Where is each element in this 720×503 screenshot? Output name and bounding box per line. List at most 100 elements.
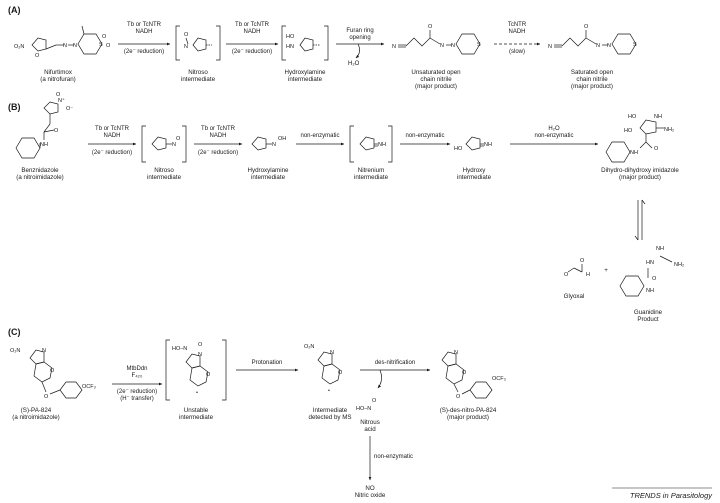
no-formula: NO (365, 485, 374, 492)
imine-n3-label: N (596, 43, 600, 49)
hb-n-label: N (272, 142, 276, 148)
ms-intermediate-name: Intermediate (313, 407, 348, 414)
ketone-o3-label: O (584, 24, 589, 30)
gu-hn-label: HN (646, 260, 654, 266)
sulfone-o2-label: O (106, 43, 111, 49)
hydroxylamine-b-structure: N OH (251, 136, 286, 151)
glyoxal-o2-label: O (580, 258, 585, 264)
dd-ho2-label: HO (624, 128, 633, 134)
unsaturated-note: (major product) (415, 83, 457, 90)
imine-n-label: N (63, 43, 67, 49)
nitroso-b-o-label: O (176, 136, 181, 142)
bz-nh-label: NH (40, 142, 48, 148)
panel-c-label: (C) (8, 327, 21, 337)
bz-amide-o-label: O (54, 128, 59, 134)
nitroso-o-label: O (184, 32, 189, 38)
des-nitro-desc: (major product) (447, 414, 489, 421)
arrow-a1-cofactor: NADH (135, 29, 152, 35)
arrow-b1-reagent: Tb or TcNTR (95, 126, 130, 132)
glyoxal-o1-label: O (564, 272, 569, 278)
pa824-name: (S)-PA-824 (21, 407, 52, 414)
nitroso-a-desc: intermediate (181, 76, 216, 83)
hydroxylamine-a-structure: HO HN (281, 25, 329, 61)
nitroso-b-desc: intermediate (147, 174, 182, 181)
arrow-a3-label2: opening (349, 35, 370, 41)
arrow-c2-label: Protonation (252, 360, 283, 366)
arrow-c3-label: des-nitrification (375, 360, 415, 366)
nifurtimox-name: Nifurtimox (44, 69, 73, 76)
arrow-c3-branch (377, 369, 382, 389)
nitroso-n-label: N (184, 44, 188, 50)
arrow-b2-condition: (2e⁻ reduction) (198, 150, 238, 156)
guanidine-name: Guanidine (634, 309, 663, 316)
amine-label: HN (286, 44, 294, 50)
nitrenium-structure: NH (349, 125, 393, 163)
unstable-name: Unstable (184, 407, 209, 414)
arrow-b2-reagent: Tb or TcNTR (201, 126, 236, 132)
arrow-a4-condition: (slow) (509, 49, 525, 55)
nifurtimox-structure: O₂N O N N S O O (14, 25, 111, 59)
bz-nplus-label: N⁺ (58, 97, 65, 104)
nitroso-b-structure: N O (141, 125, 187, 163)
arrow-a3-water: H₂O (348, 61, 360, 67)
dn-ether-o-label: O (456, 394, 461, 400)
ring-n3-label: N (607, 43, 611, 49)
pa824-ether-o-label: O (44, 394, 49, 400)
nitrous-acid-structure: HO–N O (356, 398, 377, 412)
bz-o-label: O (56, 92, 61, 98)
ms-n-label: N (330, 350, 334, 356)
ui-nitro-o-label: O (198, 342, 203, 348)
pa824-ring-o-label: O (50, 368, 55, 374)
dihydroxy-imidazole-structure: HO HO NH NH₂ O NH (605, 114, 674, 163)
unstable-intermediate-structure: HO–N O N O • (165, 339, 227, 401)
sulfone-s-label: S (99, 42, 103, 48)
panel-b-label: (B) (8, 102, 21, 112)
hydroxy-nh-label: NH (484, 142, 492, 148)
dd-nh-label: NH (654, 114, 662, 120)
ring-n2-label: N (451, 43, 455, 49)
nitroso-a-name: Nitroso (188, 69, 208, 76)
arrow-b5-label: non-enzymatic (534, 133, 573, 139)
journal-footer: TRENDS in Parasitology (630, 491, 713, 500)
ring-n-label: N (73, 43, 77, 49)
glyoxal-name: Glyoxal (564, 293, 585, 300)
unsaturated-nitrile-structure: N O N N S (392, 24, 481, 55)
ui-ring-o-label: O (206, 372, 211, 378)
nitrenium-name: Nitrenium (358, 167, 384, 174)
hb-oh-label: OH (278, 136, 286, 142)
pa824-n-label: N (42, 348, 46, 354)
arrow-a2-condition: (2e⁻ reduction) (232, 49, 272, 55)
hydroxylamine-a-name: Hydroxylamine (285, 69, 326, 76)
panel-a: (A) O₂N O N N S O O Nifurtimox (a nitrof… (8, 5, 637, 90)
arrow-a4-reagent: TcNTR (508, 22, 527, 28)
arrow-c1-condition: (2e⁻ reduction) (117, 389, 157, 395)
pa824-desc: (a nitroimidazole) (12, 414, 59, 421)
arrow-b3-label: non-enzymatic (300, 133, 339, 139)
arrow-b5-water: H₂O (548, 126, 560, 132)
nitroso-b-n-label: N (172, 142, 176, 148)
benznidazole-desc: (a nitroimidazole) (16, 174, 63, 181)
gu-amide-nh-label: NH (646, 288, 654, 294)
na-hon-label: HO–N (356, 406, 371, 412)
glyoxal-h-label: H (586, 272, 590, 278)
nitrous-name: Nitrous (360, 419, 380, 426)
hydroxy-ho-label: HO (454, 146, 463, 152)
guanidine-desc: Product (637, 316, 659, 323)
furan-oxygen-label: O (35, 53, 40, 59)
dihydroxy-imidazole-desc: (major product) (619, 174, 661, 181)
ms-intermediate-structure: O₂N N O • (304, 344, 343, 394)
plus-sign: + (604, 267, 608, 274)
unsaturated-desc: chain nitrile (420, 76, 452, 83)
gu-nh-label: NH (656, 246, 664, 252)
glyoxal-structure: O O H (564, 258, 590, 278)
arrow-c1-enzyme: MtbDdn (126, 366, 147, 372)
panel-b: (B) N⁺ O⁻ O NH O Benznidazole (a nitroim… (8, 92, 684, 323)
ui-n-label: N (198, 352, 202, 358)
pa824-nitro-label: O₂N (10, 348, 20, 354)
pa824-ocf3-label: OCF₃ (82, 384, 96, 390)
gu-nh2-label: NH₂ (674, 262, 684, 268)
hydroxylamine-a-desc: intermediate (288, 76, 323, 83)
dn-ring-o-label: O (462, 370, 467, 376)
ketone-o-label: O (428, 24, 433, 30)
